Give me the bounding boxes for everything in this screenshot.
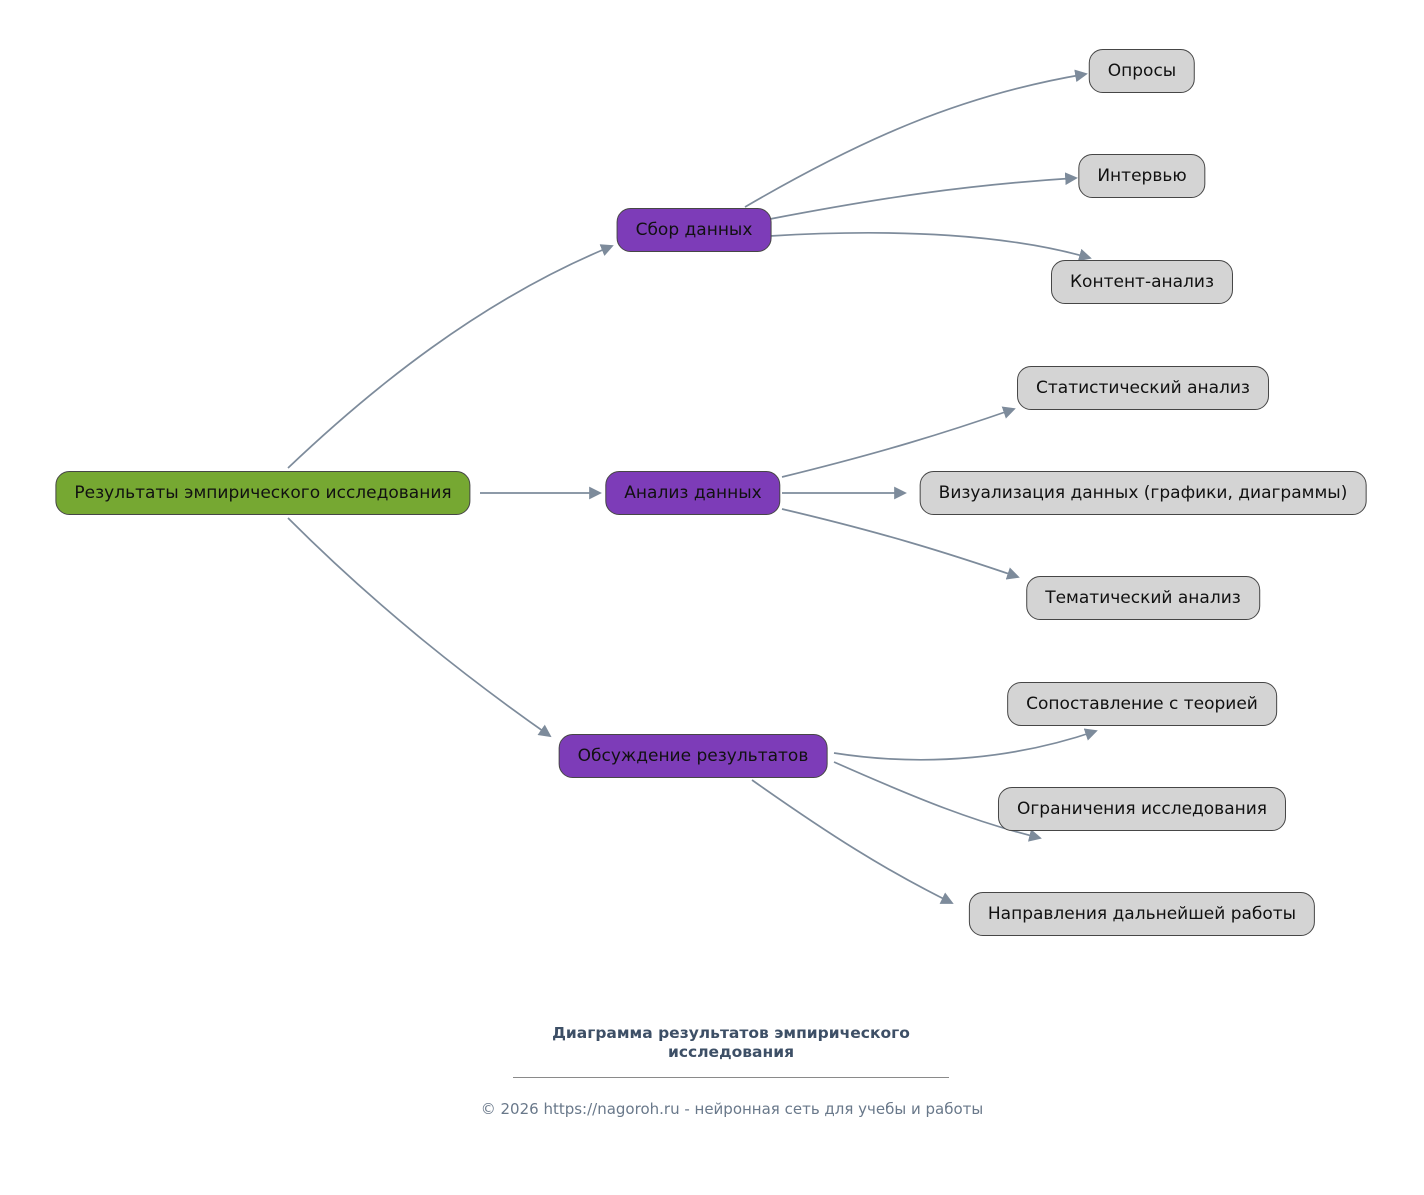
diagram-caption: Диаграмма результатов эмпирического иссл… [552, 1024, 910, 1062]
node-leaf-thematic-analysis: Тематический анализ [1026, 576, 1260, 620]
node-leaf-statistical-analysis: Статистический анализ [1017, 366, 1269, 410]
node-leaf-theory-comparison: Сопоставление с теорией [1007, 682, 1277, 726]
node-branch-data-collection: Сбор данных [616, 208, 772, 252]
edge-discussion-to-future-work [751, 779, 954, 904]
edge-root-to-discussion [287, 517, 552, 738]
node-branch-data-analysis: Анализ данных [605, 471, 781, 515]
node-leaf-interviews: Интервью [1078, 154, 1206, 198]
edge-data-collection-to-content-analysis [769, 231, 1092, 262]
node-leaf-data-visualization: Визуализация данных (графики, диаграммы) [919, 471, 1367, 515]
node-leaf-research-limitations: Ограничения исследования [997, 787, 1287, 831]
node-root: Результаты эмпирического исследования [55, 471, 471, 515]
edge-data-collection-to-surveys [744, 69, 1088, 208]
edge-data-analysis-to-thematic [781, 508, 1020, 580]
edge-data-collection-to-interviews [769, 172, 1078, 220]
copyright-text: © 2026 https://nagoroh.ru - нейронная се… [480, 1100, 984, 1118]
edge-discussion-to-theory-comparison [833, 728, 1098, 761]
node-leaf-surveys: Опросы [1088, 49, 1196, 93]
node-leaf-content-analysis: Контент-анализ [1050, 260, 1234, 304]
edge-data-analysis-to-statistical [781, 406, 1016, 478]
caption-divider [513, 1077, 949, 1078]
node-branch-discussion: Обсуждение результатов [558, 734, 828, 778]
node-leaf-future-work: Направления дальнейшей работы [968, 892, 1316, 936]
edge-root-to-data-collection [287, 244, 614, 469]
